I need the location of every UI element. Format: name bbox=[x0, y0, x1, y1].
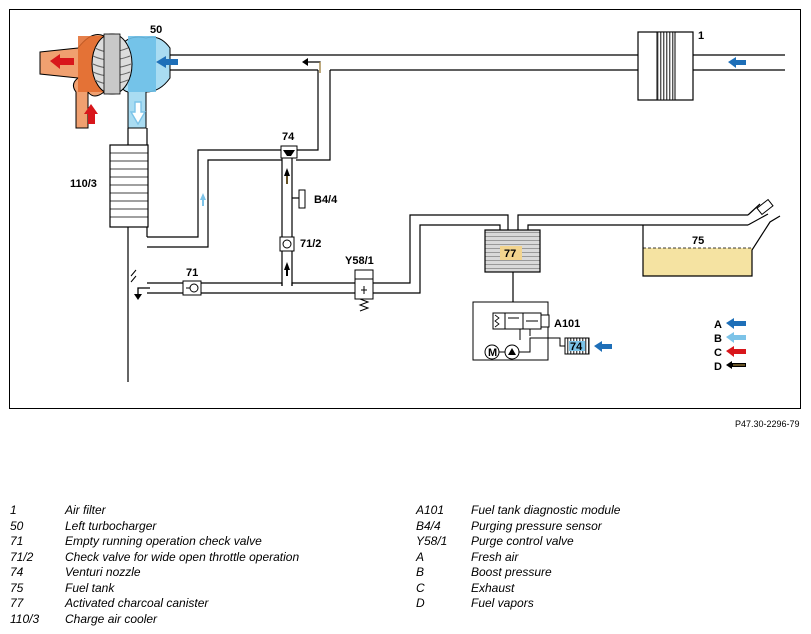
intake-duct bbox=[165, 54, 785, 71]
legend-desc: Charge air cooler bbox=[65, 611, 158, 626]
purging-pressure-sensor bbox=[292, 189, 306, 209]
legend-desc: Exhaust bbox=[471, 580, 515, 595]
label-74: 74 bbox=[282, 131, 295, 143]
label-1: 1 bbox=[698, 30, 704, 42]
key-c-label: C bbox=[714, 347, 722, 359]
diagram-frame bbox=[9, 9, 801, 409]
legend-code: 77 bbox=[10, 596, 24, 610]
legend-desc: Purging pressure sensor bbox=[471, 518, 602, 533]
turbocharger bbox=[39, 33, 171, 129]
legend-desc: Fuel vapors bbox=[471, 596, 534, 610]
legend-desc: Fuel tank diagnostic module bbox=[471, 503, 621, 517]
legend-desc: Check valve for wide open throttle opera… bbox=[65, 549, 300, 564]
label-50: 50 bbox=[150, 24, 162, 36]
diagnostic-module bbox=[472, 272, 565, 361]
charge-air-cooler bbox=[109, 128, 149, 382]
legend-desc: Empty running operation check valve bbox=[65, 534, 262, 548]
fuel-tank bbox=[642, 198, 781, 277]
legend-code: A101 bbox=[416, 503, 445, 517]
check-valve-71 bbox=[182, 280, 202, 296]
legend-code: 75 bbox=[10, 580, 24, 595]
legend-code: D bbox=[416, 596, 425, 610]
legend-code: C bbox=[416, 580, 425, 595]
purge-control-valve bbox=[354, 269, 374, 312]
exhaust-in-arrow-icon bbox=[84, 104, 98, 124]
legend-code: 71/2 bbox=[10, 549, 34, 564]
label-b4-4: B4/4 bbox=[314, 194, 338, 206]
compressor-in-arrow-icon bbox=[156, 56, 178, 68]
label-a101-74: 74 bbox=[570, 341, 583, 353]
key-b-label: B bbox=[714, 333, 722, 345]
label-71-2: 71/2 bbox=[300, 238, 321, 250]
key-c-arrow-icon bbox=[726, 346, 746, 357]
key-d-label: D bbox=[714, 361, 722, 373]
legend-code: 50 bbox=[10, 518, 24, 533]
legend-code: A bbox=[416, 549, 425, 564]
venturi-nozzle bbox=[280, 145, 298, 159]
key-b-arrow-icon bbox=[726, 332, 746, 343]
legend-code: 1 bbox=[10, 503, 17, 517]
legend-desc: Activated charcoal canister bbox=[65, 596, 209, 610]
label-110-3: 110/3 bbox=[70, 178, 97, 190]
key-a-label: A bbox=[714, 319, 722, 331]
vapor-up-arrow-2-icon bbox=[284, 262, 290, 276]
purge-horizontal-line bbox=[147, 214, 509, 294]
arrow-key: A B C D bbox=[714, 318, 746, 373]
legend-desc: Purge control valve bbox=[471, 534, 574, 548]
label-y58-1: Y58/1 bbox=[345, 255, 374, 267]
motor-label: M bbox=[488, 347, 497, 359]
air-filter bbox=[637, 31, 694, 101]
module-filter-74 bbox=[564, 337, 590, 355]
system-diagram: 74 B4/4 71/2 71 bbox=[9, 9, 801, 409]
boost-up-arrow-icon bbox=[200, 193, 206, 206]
legend-desc: Fresh air bbox=[471, 549, 519, 564]
exhaust-out-arrow-icon bbox=[50, 54, 74, 69]
module-fresh-air-arrow-icon bbox=[594, 341, 612, 352]
legend-code: B bbox=[416, 565, 425, 579]
figure-reference: P47.30-2296-79 bbox=[735, 419, 800, 429]
key-a-arrow-icon bbox=[726, 318, 746, 329]
legend-desc: Boost pressure bbox=[471, 565, 552, 579]
vapor-left-arrow-icon bbox=[137, 287, 150, 296]
tank-vent-line bbox=[517, 214, 748, 230]
check-valve-71-2 bbox=[279, 236, 295, 252]
legend-desc: Venturi nozzle bbox=[65, 565, 141, 579]
legend-desc: Air filter bbox=[65, 503, 106, 517]
legend-code: 74 bbox=[10, 565, 24, 579]
legend-code: 110/3 bbox=[10, 611, 40, 626]
label-71: 71 bbox=[186, 267, 198, 279]
legend-desc: Left turbocharger bbox=[65, 518, 157, 533]
legend-code: 71 bbox=[10, 534, 24, 548]
boost-line bbox=[147, 70, 331, 248]
legend-code: Y58/1 bbox=[416, 534, 448, 548]
boost-down-arrow-icon bbox=[129, 101, 147, 126]
fresh-air-arrow-icon bbox=[728, 57, 746, 68]
label-77: 77 bbox=[504, 248, 516, 260]
label-a101: A101 bbox=[554, 318, 580, 330]
legend-desc: Fuel tank bbox=[65, 580, 115, 595]
legend-left: 1 Air filter 50 Left turbocharger 71 Empty … bbox=[10, 502, 390, 630]
label-75: 75 bbox=[692, 235, 704, 247]
legend-code: B4/4 bbox=[416, 518, 441, 533]
